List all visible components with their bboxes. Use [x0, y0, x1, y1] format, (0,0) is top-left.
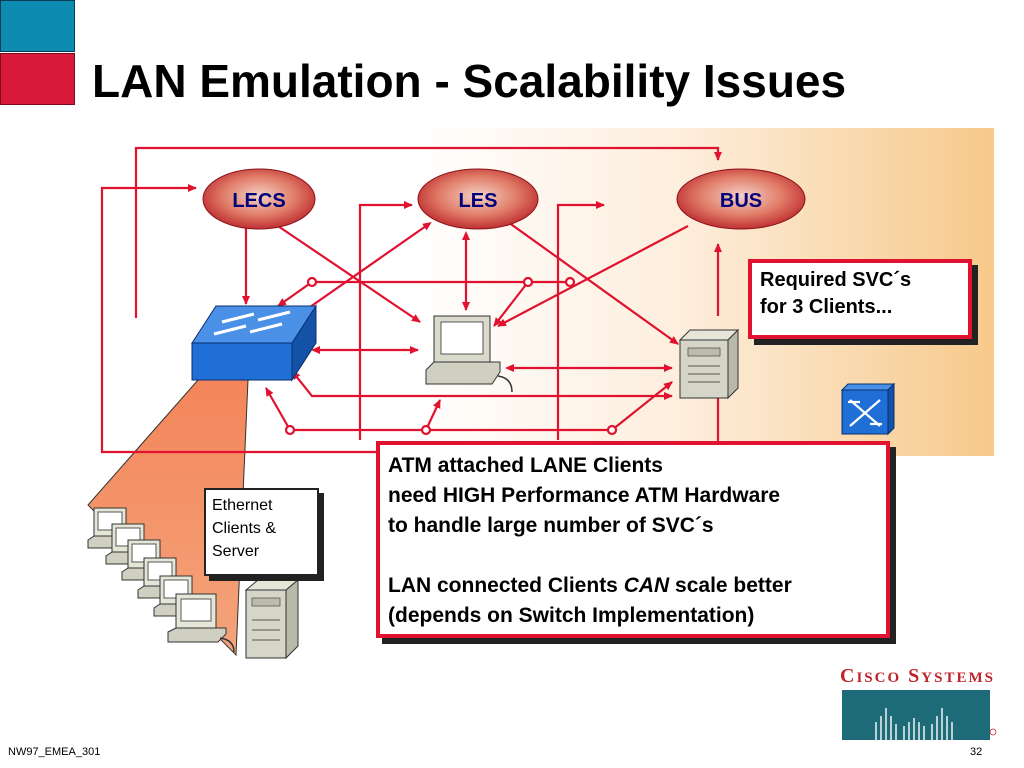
service-label-les: LES — [459, 190, 498, 212]
service-les: LES — [417, 168, 539, 230]
atm-callout-line4: LAN connected Clients CAN scale better — [388, 571, 878, 601]
ethernet-label-line3: Server — [212, 543, 260, 560]
cisco-systems-logo: CISCO SYSTEMS — [840, 665, 997, 740]
atm-callout-line3: to handle large number of SVC´s — [388, 514, 714, 537]
svc-callout-line2: for 3 Clients... — [760, 296, 893, 318]
arrow-bus-switch — [497, 225, 689, 327]
service-bus: BUS — [676, 168, 806, 230]
arrow-bus-return — [556, 201, 605, 440]
service-label-bus: BUS — [720, 190, 762, 212]
atm-callout: ATM attached LANE Clients need HIGH Perf… — [376, 441, 890, 638]
atm-callout-spacer — [388, 541, 878, 571]
ethernet-label: Ethernet Clients & Server — [204, 488, 319, 576]
connector-dot — [564, 276, 576, 288]
arrow-dot-switch — [277, 281, 313, 307]
connector-dot — [420, 424, 432, 436]
service-label-lecs: LECS — [232, 190, 285, 212]
arrow-dot-pc — [493, 281, 529, 327]
atm-callout-line4-emphasis: CAN — [623, 574, 670, 597]
ethernet-label-line1: Ethernet — [212, 497, 273, 514]
decor-blue-square — [0, 0, 75, 52]
arrow-bus-les-loop — [358, 201, 413, 440]
arrow-bottom-pc — [425, 399, 441, 431]
lan-switch-icon — [191, 304, 317, 382]
atm-switch-icon — [840, 382, 896, 436]
atm-server-icon — [678, 328, 740, 400]
arrow-bottom-switch — [265, 387, 291, 431]
ethernet-server-icon — [244, 578, 300, 660]
ethernet-label-line2: Clients & — [212, 520, 277, 537]
atm-pc-icon — [425, 315, 513, 393]
connector-dot — [284, 424, 296, 436]
arrow-les-server — [502, 217, 679, 345]
svc-callout: Required SVC´s for 3 Clients... — [748, 259, 972, 339]
decor-red-square — [0, 53, 75, 105]
slide-title: LAN Emulation - Scalability Issues — [92, 55, 847, 107]
atm-callout-line2: need HIGH Performance ATM Hardware — [388, 484, 781, 507]
arrow-switch-server — [291, 370, 673, 400]
atm-callout-line4-suffix: scale better — [669, 574, 792, 597]
service-lecs: LECS — [202, 168, 316, 230]
svg-text:CISCO SYSTEMS: CISCO SYSTEMS — [840, 665, 995, 687]
arrow-top-loop — [134, 146, 722, 318]
atm-callout-line1: ATM attached LANE Clients — [388, 454, 663, 477]
arrow-left-loop — [100, 184, 720, 454]
atm-callout-line4-prefix: LAN connected Clients — [388, 574, 624, 597]
ethernet-clients-icon — [87, 507, 235, 653]
connector-dot — [522, 276, 534, 288]
arrow-bottom-server — [611, 381, 673, 431]
arrow-les-switch — [299, 221, 432, 315]
atm-callout-line5: (depends on Switch Implementation) — [388, 604, 755, 627]
page-number: 32 — [970, 746, 983, 758]
connector-dot — [306, 276, 318, 288]
footer-code: NW97_EMEA_301 — [8, 746, 101, 758]
svc-callout-line1: Required SVC´s — [760, 269, 912, 291]
connector-dot — [606, 424, 618, 436]
